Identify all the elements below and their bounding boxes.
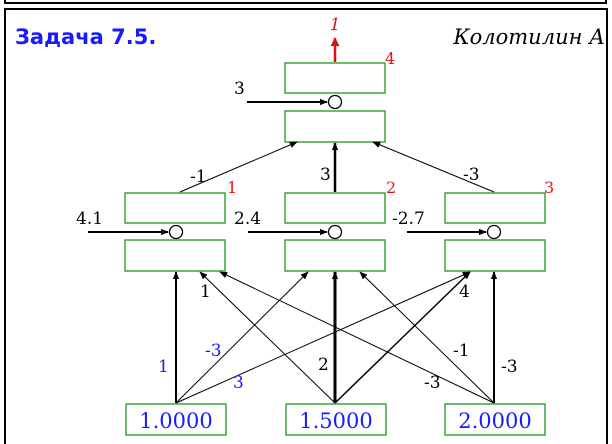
input-value-3: 2.0000 (458, 409, 531, 433)
edge-i1-to-h3 (175, 271, 471, 404)
weight-h3-out: -3 (463, 165, 480, 185)
weight-i2-h3: 4 (459, 282, 470, 302)
edge-i3-to-h2 (359, 271, 495, 404)
weight-h2-out: 3 (320, 165, 331, 185)
author-name: Колотилин А (452, 25, 605, 49)
neuron-index-1: 1 (227, 178, 237, 197)
top-frame-strip (4, 0, 607, 4)
hidden-neuron-2-summator (327, 224, 343, 240)
neuron-index-3: 3 (544, 178, 554, 197)
hidden-neuron-1-summator (168, 224, 184, 240)
input-value-1: 1.0000 (139, 409, 212, 433)
input-box-3 (444, 403, 546, 436)
weight-i3-h3: -3 (501, 357, 518, 377)
bias-label-3: -2.7 (392, 209, 425, 229)
hidden-neuron-2-upper-box (284, 192, 386, 224)
output-neuron-upper-box (284, 62, 386, 94)
input-box-2 (285, 403, 387, 436)
edge-i3-to-h1 (219, 271, 495, 404)
bias-label-1: 4.1 (76, 209, 103, 229)
weight-i1-h1: 1 (158, 357, 169, 377)
edge-h1-to-out (179, 141, 298, 193)
edge-i1-to-h2 (175, 271, 309, 404)
task-title: Задача 7.5. (15, 25, 156, 49)
hidden-neuron-3-summator (486, 224, 502, 240)
weight-i2-h1: 1 (200, 282, 211, 302)
neuron-index-2: 2 (386, 178, 396, 197)
output-neuron-lower-box (284, 110, 386, 143)
hidden-neuron-2-lower-box (284, 239, 386, 272)
bias-label-4: 3 (234, 79, 245, 99)
bias-label-2: 2.4 (234, 209, 261, 229)
edge-i2-to-h3 (334, 271, 471, 404)
hidden-neuron-3-upper-box (444, 192, 546, 224)
weight-i3-h1: -3 (424, 373, 441, 393)
weight-h1-out: -1 (190, 167, 207, 187)
edge-h3-to-out (372, 141, 495, 193)
input-box-1 (125, 403, 227, 436)
hidden-neuron-3-lower-box (444, 239, 546, 272)
output-value: 1 (330, 15, 341, 35)
input-value-2: 1.5000 (299, 409, 372, 433)
edge-i2-to-h1 (199, 271, 336, 404)
weight-i3-h2: -1 (453, 341, 470, 361)
weight-i1-h3: 3 (233, 373, 244, 393)
neuron-index-4: 4 (385, 49, 395, 68)
main-frame (4, 8, 608, 444)
weight-i1-h2: -3 (205, 341, 222, 361)
hidden-neuron-1-upper-box (124, 192, 226, 224)
output-neuron-summator (327, 94, 343, 110)
hidden-neuron-1-lower-box (124, 239, 226, 272)
weight-i2-h2: 2 (318, 355, 329, 375)
